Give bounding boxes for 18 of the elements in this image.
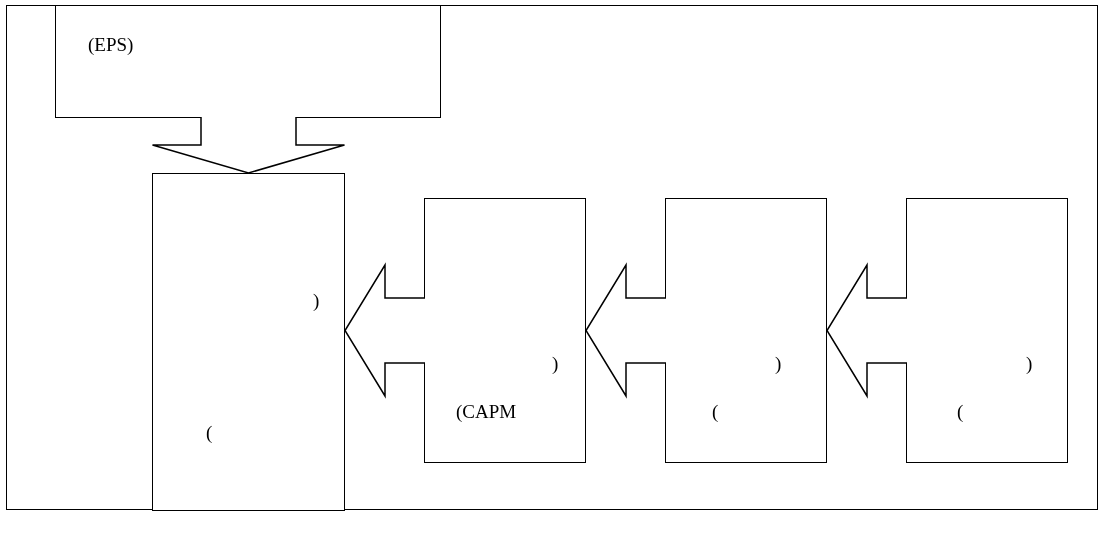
box-text: ) [775, 354, 782, 373]
box-text: (EPS) [88, 35, 134, 54]
box-text: ( [206, 423, 213, 442]
block-arrow [344, 262, 426, 399]
box-text: ) [1026, 354, 1033, 373]
text-box [55, 5, 441, 118]
text-box [906, 198, 1068, 463]
text-box [424, 198, 586, 463]
box-text: ( [712, 402, 719, 421]
box-text: ) [552, 354, 559, 373]
block-arrow [585, 262, 667, 399]
text-box [152, 173, 345, 511]
box-text: ) [313, 291, 320, 310]
box-text: (CAPM [456, 402, 517, 421]
block-arrow [826, 262, 908, 399]
block-arrow [151, 116, 346, 174]
text-box [665, 198, 827, 463]
box-text: ( [957, 402, 964, 421]
